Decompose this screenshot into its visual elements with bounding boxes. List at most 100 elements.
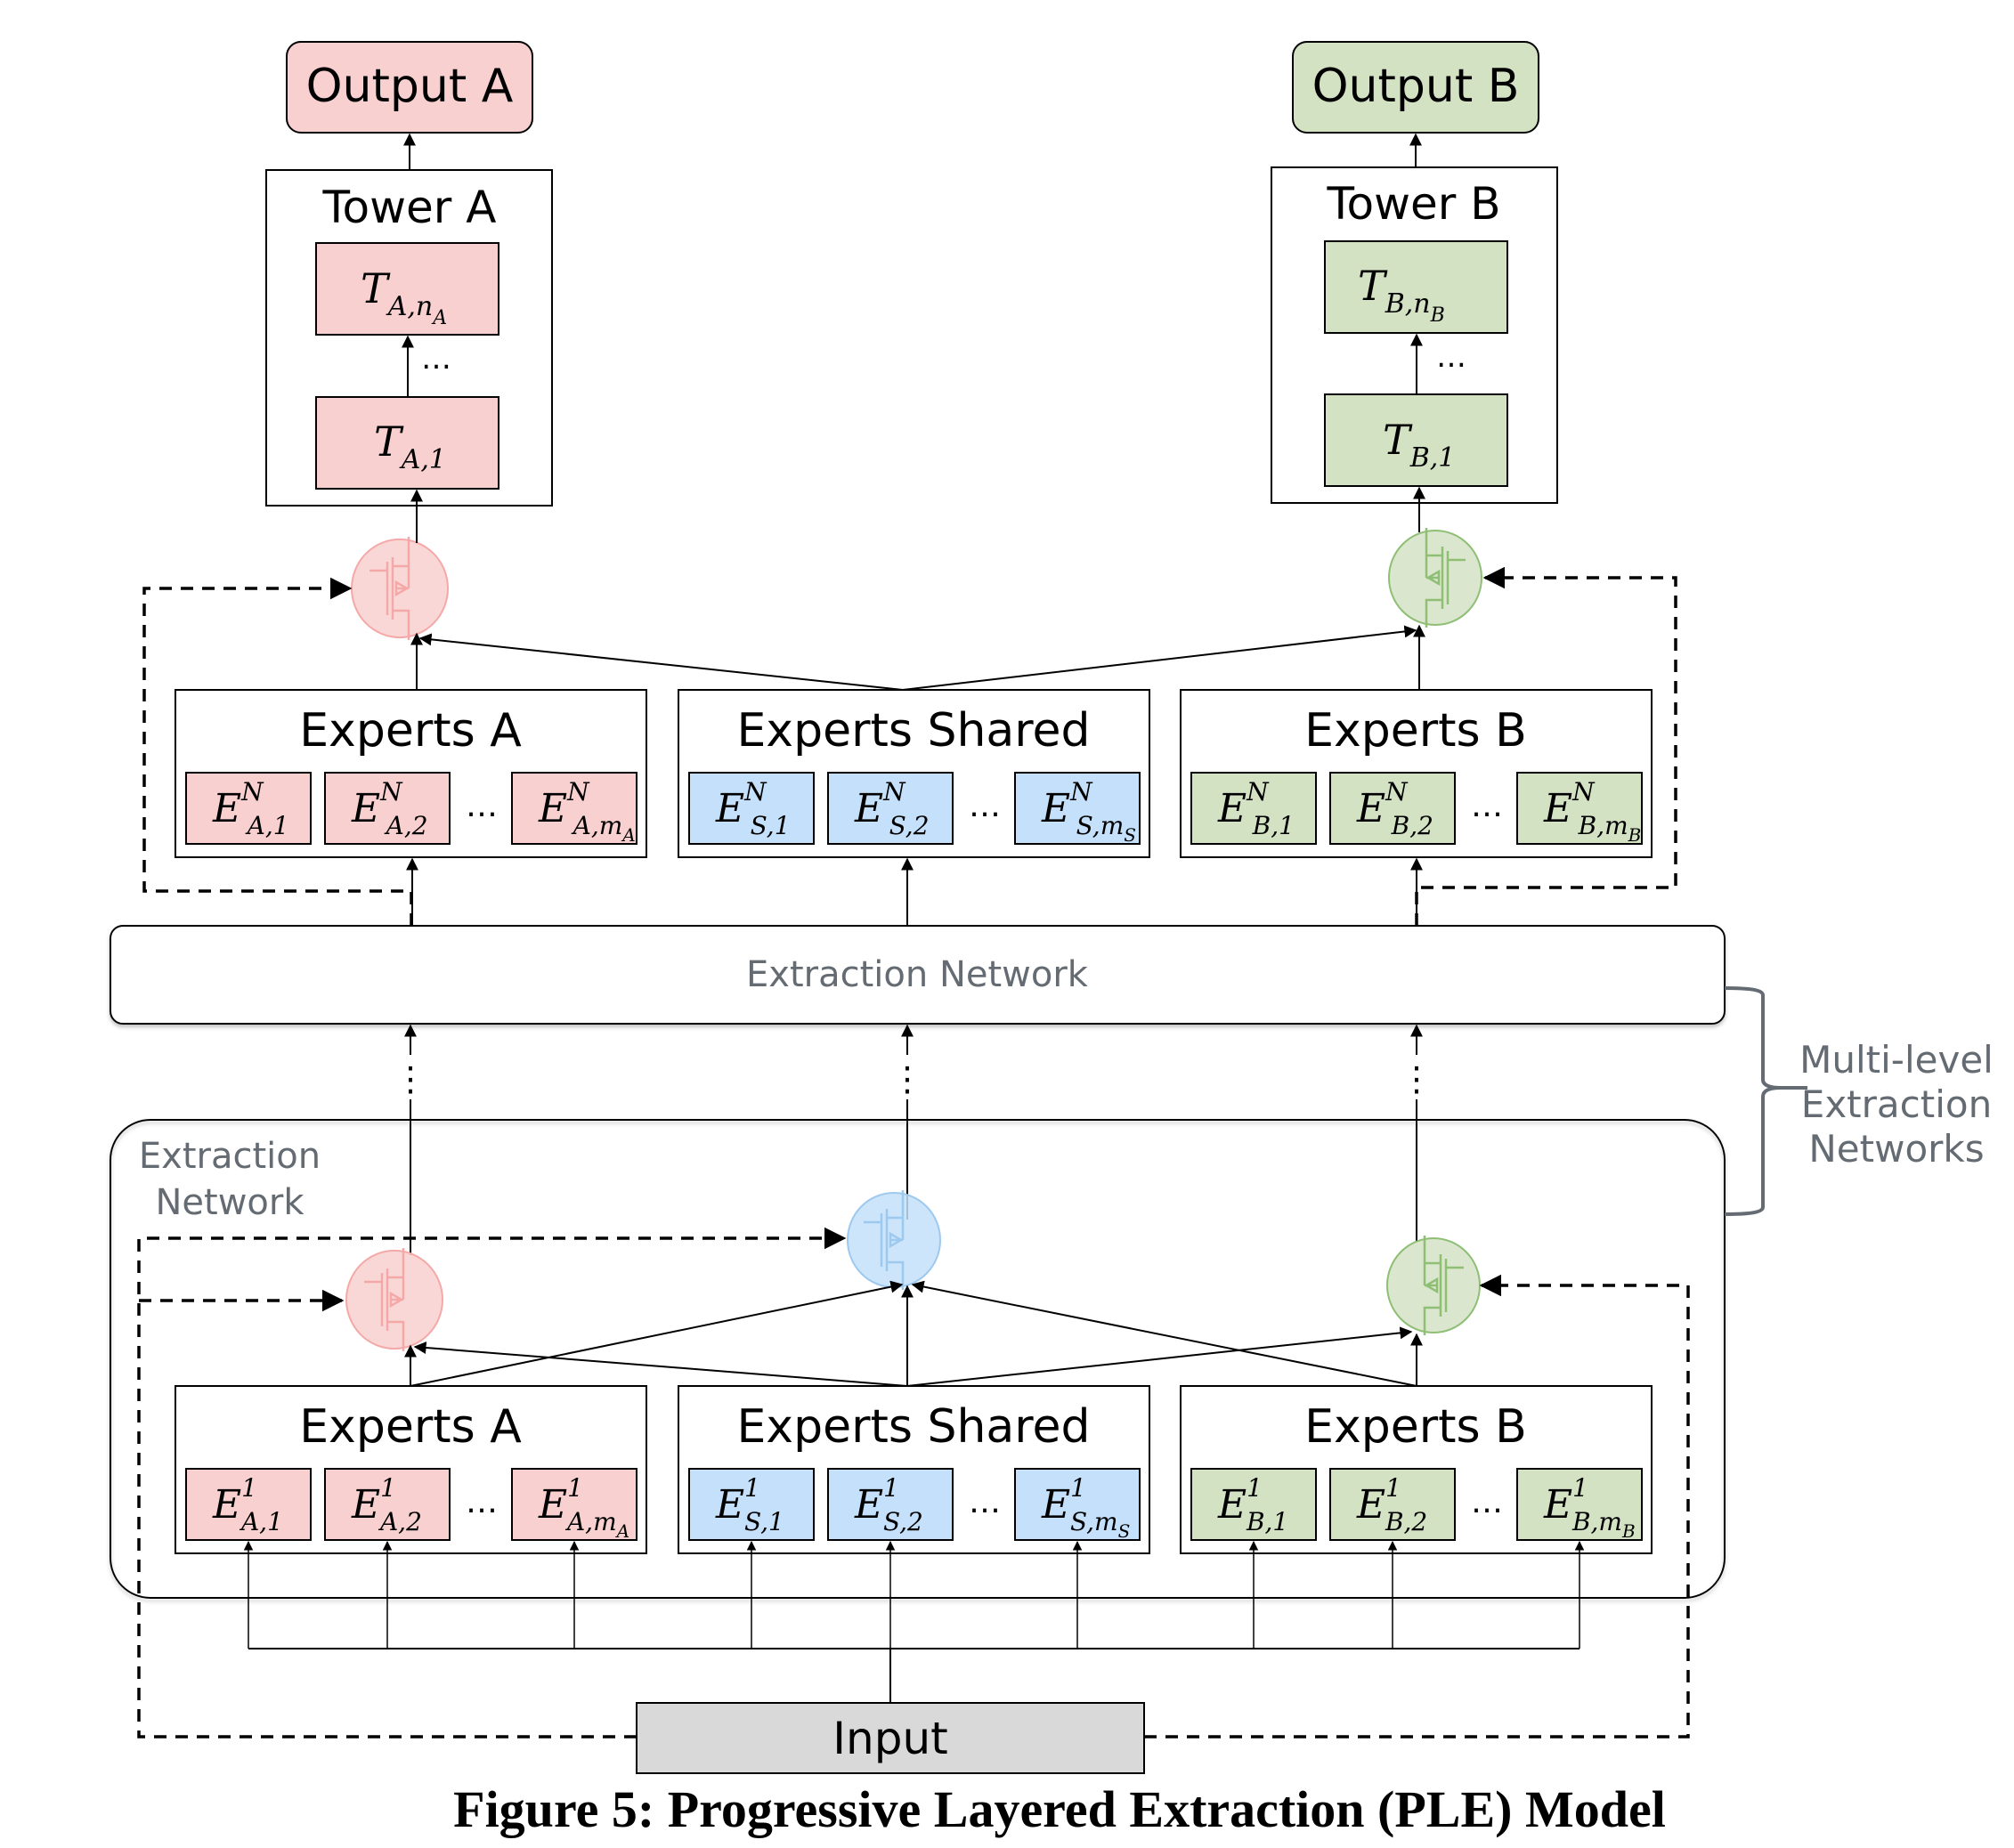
ellipsis: … <box>466 788 498 824</box>
group-title: Experts B <box>1304 704 1527 758</box>
group-title: Experts Shared <box>736 704 1090 758</box>
arrow-shared-to-gate-b <box>902 625 1417 691</box>
tower-a-layer-top-label: TA,nA <box>361 264 447 329</box>
gate-transistor-icon <box>1425 528 1466 628</box>
multi-level-label-3: Networks <box>1808 1127 1984 1171</box>
group-title: Experts A <box>299 1400 522 1454</box>
tower-a-layer-1 <box>315 396 499 490</box>
extraction-network-container-label-1: Extraction <box>139 1136 321 1177</box>
tower-b: Tower B TB,nB … TB,1 <box>1271 166 1558 504</box>
multi-level-label-2: Extraction <box>1801 1082 1992 1126</box>
vertical-ellipsis-shared: ⋮ <box>890 1059 924 1098</box>
output-a-label: Output A <box>306 60 514 113</box>
gate-a-top-level <box>351 537 449 640</box>
vertical-ellipsis-b: ⋮ <box>1400 1059 1433 1098</box>
extraction-network-bar-label: Extraction Network <box>746 954 1089 995</box>
extraction-network-container: Extraction Network <box>110 1119 1726 1599</box>
input-box: Input <box>636 1702 1145 1774</box>
tower-b-layer-1 <box>1324 393 1508 487</box>
ellipsis: … <box>969 788 1001 824</box>
group-title: Experts A <box>299 704 522 758</box>
arrow-low-a-to-gate-s <box>410 1280 904 1387</box>
tower-a-layer-top <box>315 242 499 336</box>
input-label: Input <box>832 1713 947 1764</box>
gate-a-lower-level <box>345 1248 443 1351</box>
output-b-label: Output B <box>1312 60 1520 113</box>
gate-transistor-icon <box>364 1248 405 1351</box>
vertical-ellipsis-a: ⋮ <box>394 1059 427 1098</box>
tower-a: Tower A TA,nA … TA,1 <box>265 169 553 507</box>
ellipsis: … <box>466 1484 498 1520</box>
tower-b-layer-top <box>1324 240 1508 334</box>
tower-b-layer-top-label: TB,nB <box>1358 262 1445 327</box>
tower-b-layer-1-label: TB,1 <box>1383 416 1455 474</box>
output-a-box: Output A <box>286 41 533 134</box>
extraction-network-container-label-2: Network <box>155 1182 305 1223</box>
multi-level-label-1: Multi-level <box>1799 1038 1994 1082</box>
inter-level-connections: ⋮ ⋮ ⋮ <box>394 1024 1433 1242</box>
input-distribution-wires <box>243 1540 1585 1703</box>
group-title: Experts B <box>1304 1400 1527 1454</box>
tower-b-title: Tower B <box>1326 178 1500 230</box>
group-title: Experts Shared <box>736 1400 1090 1454</box>
arrow-shared-to-gate-a <box>418 633 904 691</box>
output-b-box: Output B <box>1292 41 1539 134</box>
ellipsis: … <box>1471 788 1503 824</box>
figure-caption: Figure 5: Progressive Layered Extraction… <box>453 1780 1666 1838</box>
tower-b-ellipsis: … <box>1436 339 1466 375</box>
gate-transistor-icon <box>1423 1236 1464 1335</box>
dashed-input-to-gate-b-lower <box>1144 1274 1690 1739</box>
tower-a-ellipsis: … <box>421 341 451 377</box>
gate-transistor-icon <box>370 537 410 640</box>
ellipsis: … <box>1471 1484 1503 1520</box>
gate-b-top-level <box>1388 528 1482 628</box>
arrow-low-b-to-gate-s <box>911 1280 1417 1387</box>
dashed-input-to-gate-shared-lower <box>137 1227 847 1739</box>
extraction-network-bar: Extraction Network <box>110 925 1726 1025</box>
multi-level-brace: Multi-level Extraction Networks <box>1724 986 1994 1216</box>
gate-b-lower-level <box>1386 1236 1481 1335</box>
arrow-low-s-to-gate-b <box>906 1326 1413 1387</box>
